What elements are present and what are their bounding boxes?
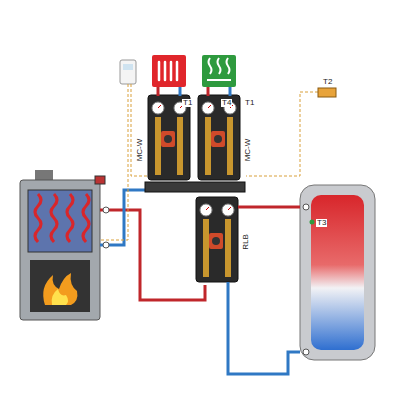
flow-pipe xyxy=(100,210,205,300)
boiler-controller xyxy=(95,176,105,184)
pipe xyxy=(228,282,300,374)
outdoor-sensor xyxy=(318,88,336,97)
tank-node: T3 xyxy=(300,185,375,360)
pump-group: MC-W xyxy=(148,95,190,180)
radiator-icon xyxy=(152,55,186,87)
buffer-tank xyxy=(300,185,375,360)
sensor-label: T1 xyxy=(244,99,255,107)
boiler xyxy=(20,180,100,320)
floor-heating-icon xyxy=(202,55,236,87)
boiler-coils xyxy=(35,194,89,242)
sensor-label: T2 xyxy=(322,78,333,86)
sensor-label: T4 xyxy=(221,99,232,107)
group-label: MC-W xyxy=(136,139,144,162)
room-thermostat xyxy=(120,60,136,84)
return-pipe xyxy=(100,190,146,245)
pump-group: MC-W xyxy=(198,95,240,180)
sensor-label: T3 xyxy=(316,219,327,227)
pipe xyxy=(238,206,300,209)
manifold xyxy=(145,182,245,192)
sensor-label: T1 xyxy=(182,99,193,107)
flame xyxy=(43,273,77,305)
pump-group: RLB xyxy=(196,197,238,282)
group-label: MC-W xyxy=(244,139,252,162)
group-label: RLB xyxy=(242,234,250,250)
control-wires xyxy=(101,84,318,240)
fire-door xyxy=(30,260,90,312)
